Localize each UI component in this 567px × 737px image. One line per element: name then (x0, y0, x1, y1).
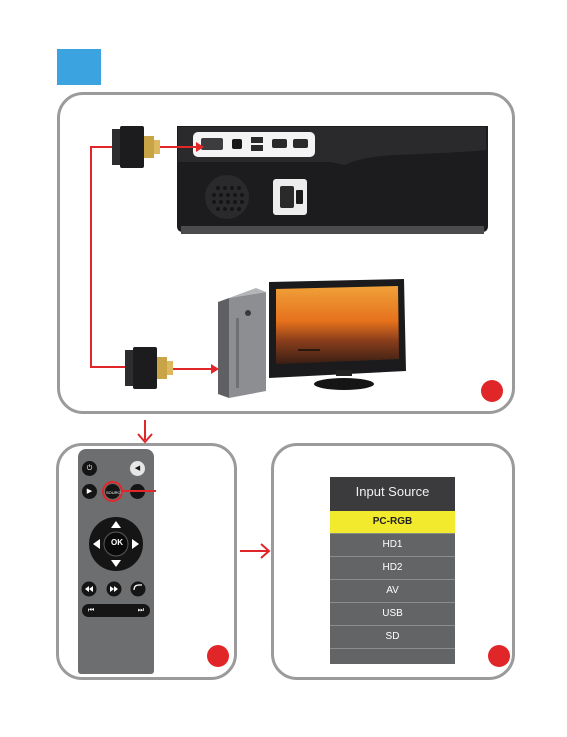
prev-next-rocker[interactable]: ⏮ ⏭ (82, 604, 150, 617)
audio-port (232, 139, 242, 149)
menu-item-usb[interactable]: USB (330, 603, 455, 626)
pc-tower (218, 288, 266, 398)
projector (177, 126, 488, 234)
source-label: SOURCE (106, 490, 118, 495)
vga-port (201, 138, 223, 150)
ok-label: OK (109, 538, 125, 547)
menu-item-av[interactable]: AV (330, 580, 455, 603)
monitor (269, 279, 406, 390)
step-badge-menu (488, 645, 510, 667)
step-badge-connection (481, 380, 503, 402)
remote-control (78, 449, 154, 674)
play-pause-icon[interactable]: ▶ (82, 484, 97, 499)
arrow-to-pc (211, 364, 219, 374)
menu-item-pc-rgb[interactable]: PC-RGB (330, 511, 455, 534)
vga-connector-top (112, 126, 160, 168)
usb-port-1 (251, 137, 263, 143)
input-source-menu: Input Source PC-RGB HD1 HD2 AV USB SD (330, 477, 455, 664)
hdmi-port-2 (293, 139, 308, 148)
menu-item-hd2[interactable]: HD2 (330, 557, 455, 580)
previous-icon[interactable]: ⏮ (88, 604, 94, 617)
usb-port-2 (251, 145, 263, 151)
menu-item-hd1[interactable]: HD1 (330, 534, 455, 557)
mute-icon[interactable]: ◀ (130, 461, 145, 476)
hdmi-port-1 (272, 139, 287, 148)
step-badge-remote (207, 645, 229, 667)
power-icon[interactable]: ⏻ (82, 461, 97, 476)
menu-icon[interactable] (130, 484, 145, 499)
speaker-grille (205, 175, 249, 219)
menu-item-sd[interactable]: SD (330, 626, 455, 649)
vga-connector-bottom (125, 347, 173, 389)
next-icon[interactable]: ⏭ (138, 604, 144, 617)
menu-title: Input Source (330, 477, 455, 507)
